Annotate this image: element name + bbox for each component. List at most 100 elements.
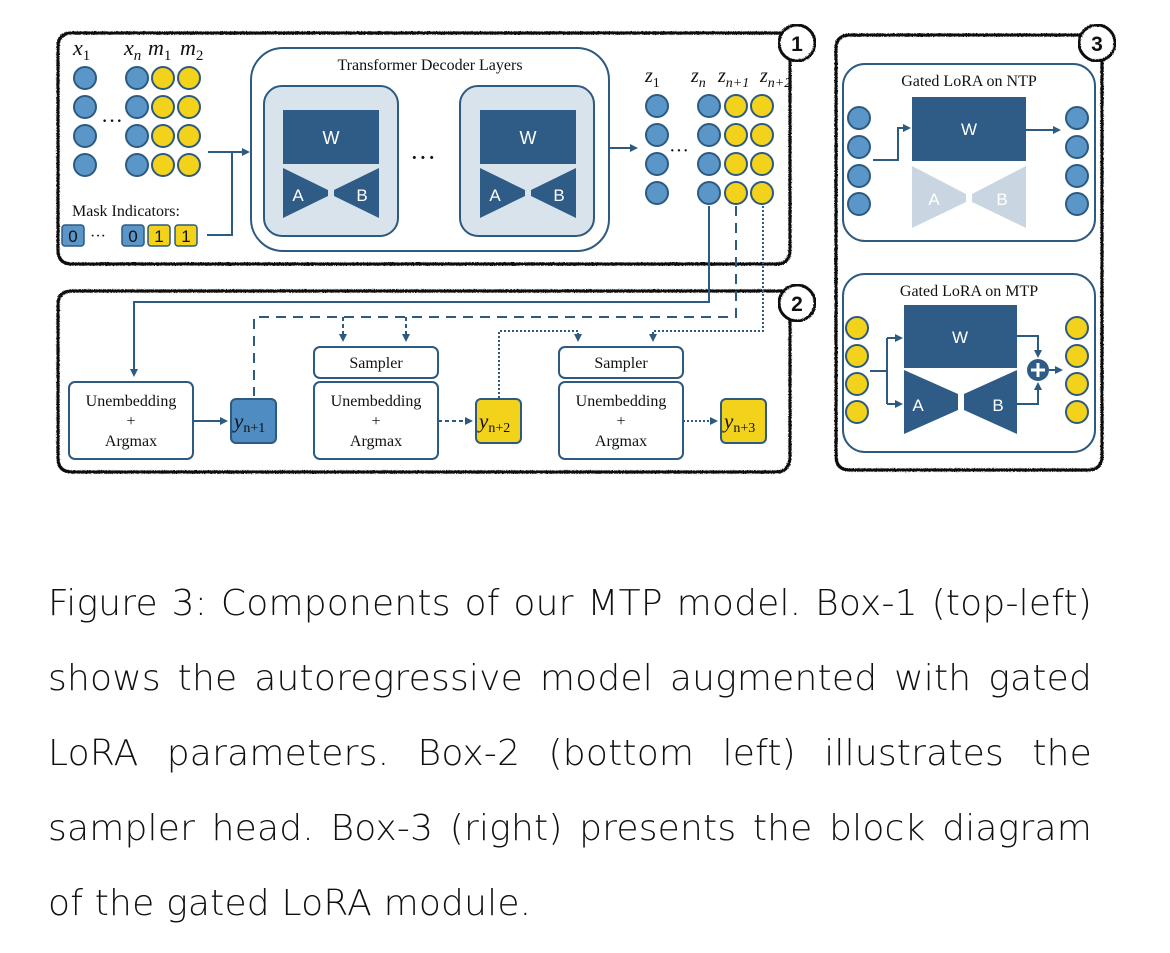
gated-lora-ntp-panel: Gated LoRA on NTP W A B [842,63,1096,242]
decoder-layer: W A B [459,85,595,237]
output-node-z [645,152,669,176]
mtp-nodes [845,316,1089,424]
mask-value: 0 [68,227,77,246]
yn2-dotted-connector [498,330,582,398]
decoder-layer: W A B [263,85,399,237]
unembedding-block: Unembedding + Argmax [558,381,684,460]
a-label: A [489,186,501,205]
unembed-plus: + [126,413,135,430]
input-node-x [125,124,149,148]
output-node-z [697,152,721,176]
label-zn1: zn+1 [717,65,749,91]
box1-badge: 1 [777,23,817,63]
unembed-label: Unembedding [576,393,667,410]
input-node-m [177,153,201,177]
output-node-z [645,94,669,118]
mtp-input-node [845,344,869,368]
ntp-input-arrow [873,124,911,161]
input-node-x [73,124,97,148]
ntp-b-ghost [972,166,1026,228]
w-label: W [323,128,340,148]
input-node-x [73,95,97,119]
mask-value: 1 [154,227,163,246]
box3-badge-number: 3 [1091,33,1103,56]
output-node-z-mask [750,123,774,147]
input-node-m [151,66,175,90]
output-node-z [697,94,721,118]
token-yn3: yn+3 [720,398,767,444]
input-node-m [177,95,201,119]
input-node-m [177,66,201,90]
output-node-z [697,181,721,205]
unembed-label: Unembedding [86,393,177,410]
ntp-output-node [1065,106,1089,130]
output-node-z [645,181,669,205]
mask-cell [174,224,198,247]
sampler-label: Sampler [349,355,403,372]
label-zn: zn [690,65,706,91]
input-node-m [151,153,175,177]
mtp-split-lines [870,337,900,405]
output-node-z-mask [724,94,748,118]
ntp-a-ghost [912,166,966,228]
mtp-w-matrix [904,305,1017,368]
output-node-z-mask [724,152,748,176]
ntp-input-node [847,164,871,188]
mtp-input-node [845,400,869,424]
b-matrix [334,168,379,218]
mtp-output-node [1065,316,1089,340]
mask-cell [121,224,145,247]
input-ellipsis: ··· [101,108,123,133]
ntp-w-matrix [912,97,1026,161]
ntp-nodes [847,106,1089,216]
figure-caption: Figure 3: Components of our MTP model. B… [48,583,1092,924]
mtp-input-node [845,316,869,340]
output-node-z [645,123,669,147]
output-node-z-mask [750,152,774,176]
input-node-m [151,95,175,119]
zn2-dotted-connector [649,206,764,342]
mtp-output-node [1065,344,1089,368]
input-node-x [73,66,97,90]
sampler-block: Sampler [558,346,684,379]
output-ellipsis: ··· [669,140,689,162]
mtp-input-node [845,372,869,396]
mask-indicators: 0 ··· 0 1 1 [61,224,198,247]
box2: 2 Unembedding + Argmax yn+1 Sampler Unem… [56,206,817,474]
ntp-b-label: B [996,190,1007,209]
mtp-figure: 1 x1 xn m1 m2 ··· Mask Indicators: 0 ···… [56,23,1117,474]
a-label: A [292,186,304,205]
label-m2: m2 [180,35,203,64]
unembed-plus: + [616,413,625,430]
b-label: B [356,186,367,205]
b-matrix [531,168,576,218]
unembed-plus: + [371,413,380,430]
ntp-input-node [847,135,871,159]
mtp-output-node [1065,400,1089,424]
ntp-output-node [1065,164,1089,188]
argmax-label: Argmax [595,433,647,450]
zn1-dashed-connector [253,206,737,396]
w-matrix [480,110,576,164]
sampler-block: Sampler [313,346,439,379]
ntp-input-node [847,106,871,130]
box3-frame [834,33,1104,472]
input-node-x [73,153,97,177]
label-m1: m1 [148,35,171,64]
mask-cell [61,224,85,247]
ntp-input-node [847,192,871,216]
input-node-x [125,95,149,119]
box1-badge-number: 1 [791,33,803,56]
ntp-output-node [1065,135,1089,159]
a-matrix [480,168,525,218]
svg-text:yn+3: yn+3 [722,409,755,436]
output-hidden-nodes [645,94,774,205]
token-yn2: yn+2 [475,398,522,444]
mask-indicators-label: Mask Indicators: [72,203,180,220]
sum-icon [1027,359,1049,381]
input-arrow [207,152,248,236]
label-z1: z1 [644,65,660,91]
w-label: W [520,128,537,148]
input-token-nodes [73,66,201,177]
argmax-label: Argmax [350,433,402,450]
